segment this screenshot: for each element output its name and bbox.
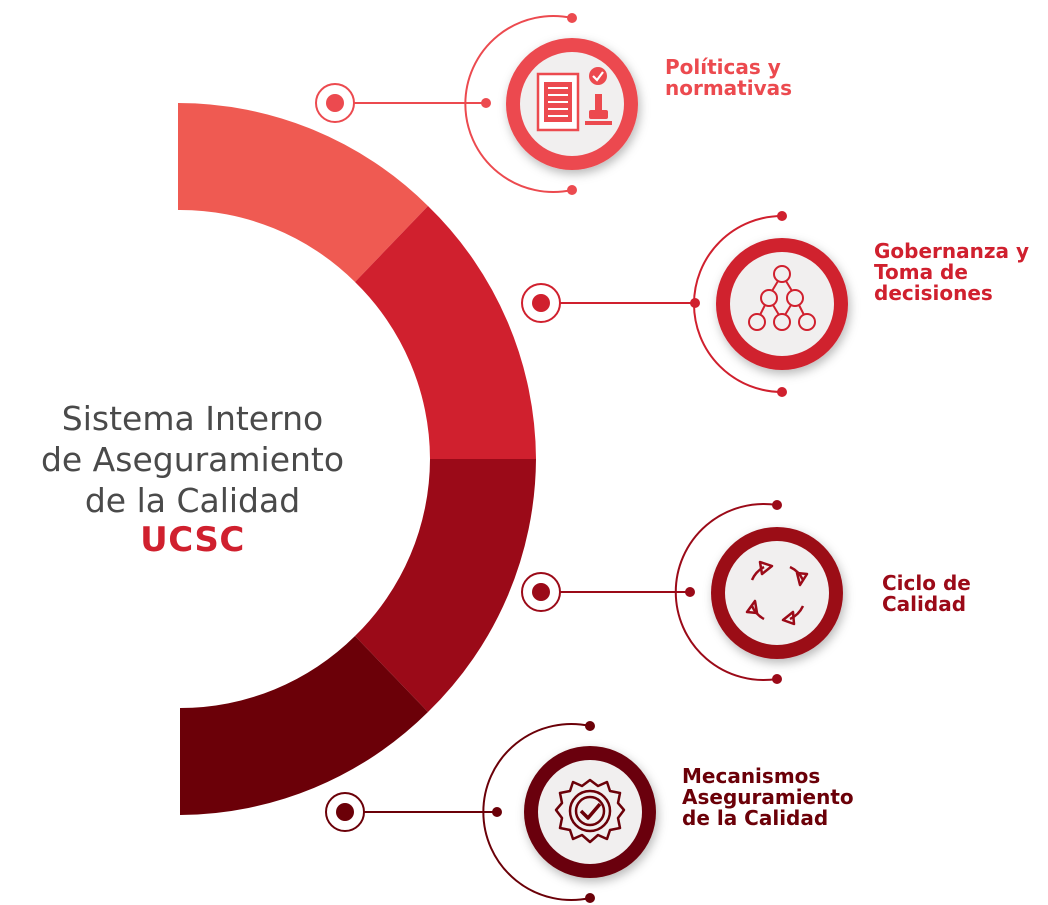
- connector-dot: [532, 583, 550, 601]
- hierarchy-people-icon: [748, 265, 816, 331]
- connector-end-dot: [481, 98, 491, 108]
- item-gobernanza: [521, 211, 848, 397]
- connector-end-dot: [685, 587, 695, 597]
- orbit-dot-top: [772, 500, 782, 510]
- orbit-arc: [693, 215, 783, 393]
- quality-badge-check-icon: [554, 778, 626, 844]
- item-ciclo: [521, 500, 843, 684]
- item-mecanismos: [325, 721, 656, 903]
- orbit-dot-bottom: [567, 185, 577, 195]
- connector-dot: [532, 294, 550, 312]
- center-title-line-3: de la Calidad: [84, 481, 301, 520]
- center-brand: UCSC: [140, 520, 245, 560]
- center-title-line-1: Sistema Interno: [61, 399, 324, 438]
- orbit-arc: [674, 503, 778, 681]
- label-line: Mecanismos: [682, 764, 821, 788]
- label-line: Ciclo de: [882, 571, 971, 595]
- center-title: Sistema Interno de Aseguramiento de la C…: [20, 398, 365, 559]
- label-line: Toma de: [874, 260, 968, 284]
- connector-dot: [326, 94, 344, 112]
- label-line: Aseguramiento: [682, 785, 854, 809]
- label-politicas: Políticas y normativas: [665, 57, 792, 99]
- cycle-arrows-icon: [745, 560, 809, 626]
- main-arc: [178, 103, 536, 815]
- connector-dot: [336, 803, 354, 821]
- label-mecanismos: Mecanismos Aseguramiento de la Calidad: [682, 766, 854, 829]
- orbit-arc: [464, 15, 573, 193]
- icon-disc: [538, 760, 642, 864]
- icon-disc: [725, 541, 829, 645]
- arc-segment-2: [355, 206, 536, 459]
- orbit-dot-top: [777, 211, 787, 221]
- label-line: decisiones: [874, 281, 993, 305]
- arc-segment-3: [355, 459, 536, 712]
- orbit-dot-top: [585, 721, 595, 731]
- arc-segment-1: [178, 103, 428, 282]
- document-stamp-icon: [536, 67, 612, 132]
- icon-disc: [730, 252, 834, 356]
- label-line: normativas: [665, 76, 793, 100]
- connector-end-dot: [492, 807, 502, 817]
- center-title-line-2: de Aseguramiento: [40, 440, 345, 479]
- orbit-dot-top: [567, 13, 577, 23]
- label-gobernanza: Gobernanza y Toma de decisiones: [874, 241, 1029, 304]
- arc-segment-4: [180, 636, 428, 815]
- label-line: Calidad: [882, 592, 967, 616]
- label-line: de la Calidad: [682, 806, 829, 830]
- label-line: Políticas y: [665, 55, 781, 79]
- orbit-dot-bottom: [772, 674, 782, 684]
- orbit-arc: [482, 723, 591, 901]
- label-ciclo: Ciclo de Calidad: [882, 573, 971, 615]
- orbit-dot-bottom: [585, 893, 595, 903]
- label-line: Gobernanza y: [874, 239, 1030, 263]
- orbit-dot-bottom: [777, 387, 787, 397]
- item-politicas: [315, 13, 638, 195]
